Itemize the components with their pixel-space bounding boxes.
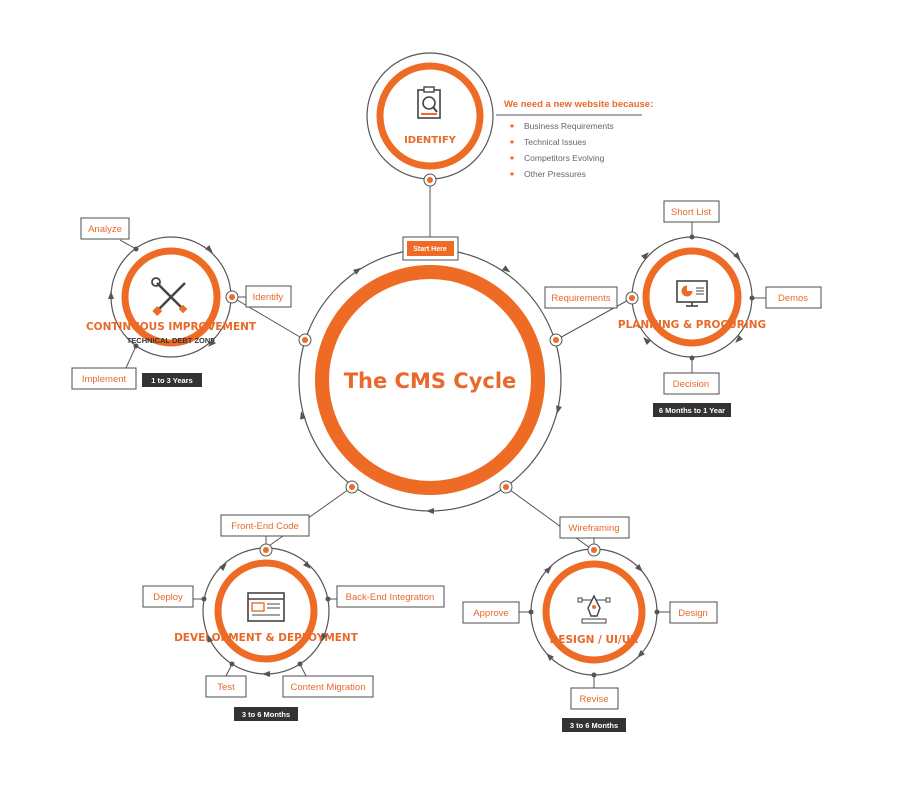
identify-node [423, 173, 437, 187]
hub-arrow [502, 265, 511, 273]
reason-item: Competitors Evolving [524, 153, 605, 163]
hub-orange-ring [315, 265, 545, 495]
svg-text:Back-End Integration: Back-End Integration [346, 592, 435, 603]
connector-planning [555, 297, 633, 341]
monitor-chart-icon [676, 280, 708, 307]
step-back-end-integration: Back-End Integration [336, 585, 445, 608]
start-here-label: Start Here [413, 246, 447, 253]
identify-orange-ring [376, 62, 484, 170]
development-duration-badge: 3 to 6 Months [234, 707, 298, 721]
svg-text:Test: Test [217, 682, 235, 693]
svg-text:Approve: Approve [473, 608, 508, 619]
development-node [259, 543, 273, 557]
planning-orange-ring [642, 247, 742, 347]
browser-window-icon [247, 592, 285, 622]
svg-text:Identify: Identify [253, 292, 284, 303]
svg-text:Front-End Code: Front-End Code [231, 521, 299, 532]
hub-arrow [300, 411, 306, 420]
step-short-list: Short List [663, 200, 720, 223]
reason-item: Business Requirements [524, 121, 614, 131]
step-identify: Identify [245, 285, 292, 308]
identify-reasons-heading: We need a new website because: [504, 99, 653, 110]
svg-text:Short List: Short List [671, 207, 711, 218]
svg-text:Revise: Revise [579, 694, 608, 705]
continuous-duration-badge: 1 to 3 Years [142, 373, 202, 387]
identify-outer-ring [366, 52, 494, 180]
central-hub: The CMS Cycle [298, 248, 563, 514]
svg-text:Requirements: Requirements [551, 293, 610, 304]
wrench-screwdriver-icon [151, 277, 188, 316]
hub-node-continuous [298, 333, 312, 347]
cms-cycle-title: The CMS Cycle [344, 369, 517, 393]
pen-tool-icon [577, 594, 611, 624]
reason-item: Technical Issues [524, 137, 586, 147]
svg-text:1 to 3 Years: 1 to 3 Years [151, 376, 193, 385]
clipboard-search-icon [417, 86, 441, 119]
planning-duration-badge: 6 Months to 1 Year [653, 403, 731, 417]
svg-text:3 to 6 Months: 3 to 6 Months [242, 710, 290, 719]
identify-stage: IDENTIFY We need a new website because: … [366, 52, 653, 187]
svg-text:Decision: Decision [673, 379, 709, 390]
design-title: DESIGN / UI/UX [550, 634, 639, 646]
design-duration-badge: 3 to 6 Months [562, 718, 626, 732]
planning-title: PLANNING & PROCURING [618, 319, 766, 331]
step-analyze: Analyze [80, 217, 130, 240]
svg-text:Analyze: Analyze [88, 224, 122, 235]
step-requirements: Requirements [544, 286, 618, 309]
step-approve: Approve [462, 601, 520, 624]
svg-text:Content Migration: Content Migration [291, 682, 366, 693]
reason-item: Other Pressures [524, 169, 586, 179]
development-stage: DEVELOPMENT & DEPLOYMENT Front-End Code … [142, 514, 445, 721]
hub-node-development [345, 480, 359, 494]
step-implement: Implement [71, 367, 137, 390]
step-front-end-code: Front-End Code [220, 514, 310, 537]
continuous-stage: CONTINUOUS IMPROVEMENT TECHNICAL DEBT ZO… [71, 217, 292, 390]
hub-arrow [353, 267, 362, 275]
step-design: Design [669, 601, 718, 624]
development-orange-ring [214, 559, 318, 663]
svg-text:3 to 6 Months: 3 to 6 Months [570, 721, 618, 730]
step-deploy: Deploy [142, 585, 194, 608]
planning-stage: PLANNING & PROCURING Short List Demos De… [544, 200, 822, 417]
step-demos: Demos [765, 286, 822, 309]
hub-node-design [499, 480, 513, 494]
design-node [587, 543, 601, 557]
svg-text:Deploy: Deploy [153, 592, 183, 603]
identify-title: IDENTIFY [404, 135, 457, 146]
step-revise: Revise [570, 687, 619, 710]
step-wireframing: Wireframing [559, 516, 630, 539]
continuous-orange-ring [121, 247, 221, 347]
connector-continuous [231, 296, 306, 341]
planning-outer-ring [631, 236, 753, 358]
hub-node-planning [549, 333, 563, 347]
svg-text:Implement: Implement [82, 374, 127, 385]
svg-text:Wireframing: Wireframing [568, 523, 619, 534]
svg-text:Demos: Demos [778, 293, 808, 304]
continuous-subtitle: TECHNICAL DEBT ZONE [127, 336, 216, 345]
hub-arrow [556, 405, 562, 414]
continuous-node [225, 290, 239, 304]
start-here-tag: Start Here [402, 236, 459, 261]
development-title: DEVELOPMENT & DEPLOYMENT [174, 632, 359, 644]
step-test: Test [205, 675, 247, 698]
step-decision: Decision [663, 372, 720, 395]
identify-reason-list: Business Requirements Technical Issues C… [510, 121, 614, 179]
design-stage: DESIGN / UI/UX Wireframing Design Revise… [462, 516, 718, 732]
continuous-title: CONTINUOUS IMPROVEMENT [86, 321, 257, 333]
planning-node [625, 291, 639, 305]
svg-text:6 Months to 1 Year: 6 Months to 1 Year [659, 406, 725, 415]
step-content-migration: Content Migration [282, 675, 374, 698]
design-orange-ring [542, 560, 646, 664]
hub-arrow [426, 508, 434, 514]
svg-text:Design: Design [678, 608, 708, 619]
